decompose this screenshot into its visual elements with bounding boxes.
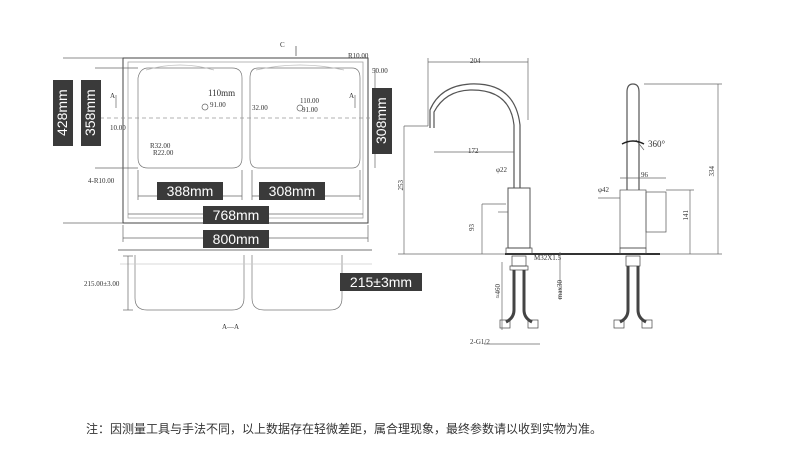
footnote: 注：因测量工具与手法不同，以上数据存在轻微差距，属合理现象，最终参数请以收到实物…	[86, 422, 603, 436]
arrow-a-left-label: A	[110, 92, 116, 100]
dim-50-label: 50.00	[372, 67, 388, 75]
right-bowl-width-tag: 308mm	[259, 182, 325, 200]
hole-2-label: 110.00	[300, 97, 319, 105]
hole-1-label: 110mm	[208, 88, 236, 98]
faucet-side-view	[398, 58, 660, 345]
left-bowl-width-tag: 388mm	[157, 182, 223, 200]
dim-10-label: 10.00	[110, 124, 126, 132]
faucet-front-view	[598, 83, 722, 329]
hose-label: 2-G1/2	[470, 338, 490, 346]
base-height-label: 93	[468, 224, 476, 231]
radius-top-label: R10.00	[348, 52, 369, 60]
r22-label: R22.00	[153, 149, 174, 157]
body-diameter-label: φ42	[598, 186, 610, 194]
r32-label: R32.00	[150, 142, 171, 150]
width-label: 96	[641, 171, 648, 179]
thread-label: M32X1.5	[534, 254, 562, 262]
radius-left-label: 4-R10.00	[88, 177, 115, 185]
section-label: A—A	[222, 323, 240, 331]
shank-label: ≈460	[494, 284, 502, 299]
rotation-label: 360°	[648, 139, 666, 149]
inner-depth-tag: 358mm	[81, 80, 101, 146]
right-depth-tag: 308mm	[372, 88, 392, 154]
reach-label: 204	[470, 57, 481, 65]
section-mark: C	[280, 41, 285, 49]
hole-2-diameter-label: 91.00	[302, 106, 318, 114]
section-depth-label: 215.00±3.00	[84, 280, 120, 288]
inner-width-tag: 768mm	[203, 206, 269, 224]
arrow-a-right-label: A	[349, 92, 355, 100]
handle-height-label: 141	[682, 210, 690, 221]
section-depth-tag: 215±3mm	[340, 273, 422, 291]
inner-reach-label: 172	[468, 147, 479, 155]
spout-diameter-label: φ22	[496, 166, 508, 174]
max-label: max30	[556, 280, 564, 300]
hole-1-offset-label: 32.00	[252, 104, 268, 112]
height-label: 253	[397, 180, 405, 191]
total-height-label: 334	[708, 166, 716, 177]
sink-section-view	[118, 249, 372, 311]
hole-1-diameter-label: 91.00	[210, 101, 226, 109]
depth-tag: 428mm	[53, 80, 73, 146]
total-width-tag: 800mm	[203, 230, 269, 248]
